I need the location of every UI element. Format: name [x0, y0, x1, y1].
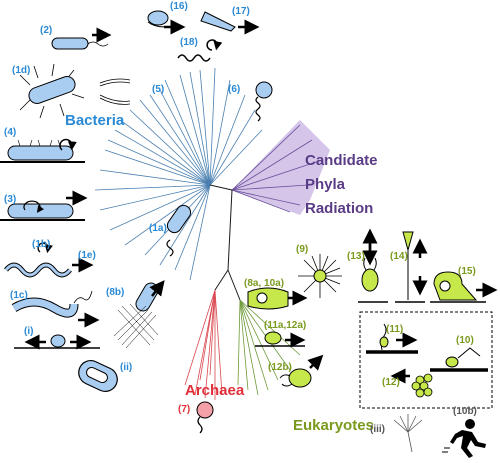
cell-13	[358, 228, 388, 303]
cell-18	[177, 39, 223, 62]
eukaryotes-label: Eukaryotes	[293, 417, 374, 434]
label-4: (4)	[4, 127, 16, 138]
cell-17	[200, 11, 260, 35]
label-12: (12)	[382, 377, 400, 388]
label-1c: (1c)	[10, 290, 28, 301]
label-10b: (10b)	[453, 406, 477, 417]
cell-9	[298, 254, 342, 298]
label-17: (17)	[232, 6, 250, 17]
cell-7	[196, 401, 214, 434]
cpr-label-line3: Radiation	[305, 200, 373, 217]
label-5: (5)	[152, 84, 164, 95]
label-8a10a: (8a, 10a)	[244, 278, 284, 289]
phylogenetic-tree	[94, 67, 330, 400]
cell-2	[51, 27, 112, 50]
label-13: (13)	[347, 251, 365, 262]
dashed-panel	[359, 311, 493, 409]
archaea-branches	[184, 289, 223, 400]
label-1b: (1b)	[32, 239, 50, 250]
label-9: (9)	[296, 244, 308, 255]
runner-10b-icon	[442, 419, 486, 458]
label-11a12a: (11a,12a)	[264, 320, 306, 331]
cell-5	[99, 78, 131, 105]
label-15: (15)	[458, 266, 476, 277]
label-7: (7)	[178, 404, 190, 415]
label-6: (6)	[228, 84, 240, 95]
bacteria-branches	[94, 67, 263, 281]
cpr-label-line1: Candidate	[305, 152, 378, 169]
cell-1d	[19, 63, 85, 119]
label-2: (2)	[40, 25, 52, 36]
cell-3	[0, 190, 88, 221]
cell-i	[14, 334, 100, 350]
cell-8b	[113, 280, 165, 349]
label-3: (3)	[4, 194, 16, 205]
archaea-label: Archaea	[185, 382, 245, 399]
cell-ii	[78, 360, 118, 392]
cell-6	[255, 81, 273, 122]
cell-12b	[279, 354, 324, 388]
cell-1a	[166, 204, 192, 257]
bacteria-label: Bacteria	[65, 112, 125, 129]
label-iii: (iii)	[370, 424, 385, 435]
cell-14	[395, 231, 428, 303]
label-16: (16)	[170, 1, 188, 12]
cell-cluster-12	[411, 373, 433, 398]
label-1a: (1a)	[149, 223, 167, 234]
label-10: (10)	[456, 335, 474, 346]
label-ii: (ii)	[120, 362, 132, 373]
label-11: (11)	[386, 324, 403, 335]
label-i: (i)	[24, 326, 33, 337]
cpr-label-line2: Phyla	[305, 176, 346, 193]
cell-8a10a	[247, 287, 308, 310]
cell-1c	[11, 290, 100, 328]
cell-15	[430, 271, 498, 303]
label-18: (18)	[180, 37, 198, 48]
label-14: (14)	[390, 251, 408, 262]
cell-16	[147, 10, 186, 35]
cell-11a12a	[255, 331, 306, 348]
label-1e: (1e)	[78, 250, 96, 261]
label-8b: (8b)	[106, 287, 124, 298]
seed-iii	[393, 414, 423, 453]
cell-4	[0, 138, 85, 163]
label-1d: (1d)	[12, 65, 30, 76]
cell-1b	[4, 242, 94, 278]
label-12b: (12b)	[268, 362, 292, 373]
